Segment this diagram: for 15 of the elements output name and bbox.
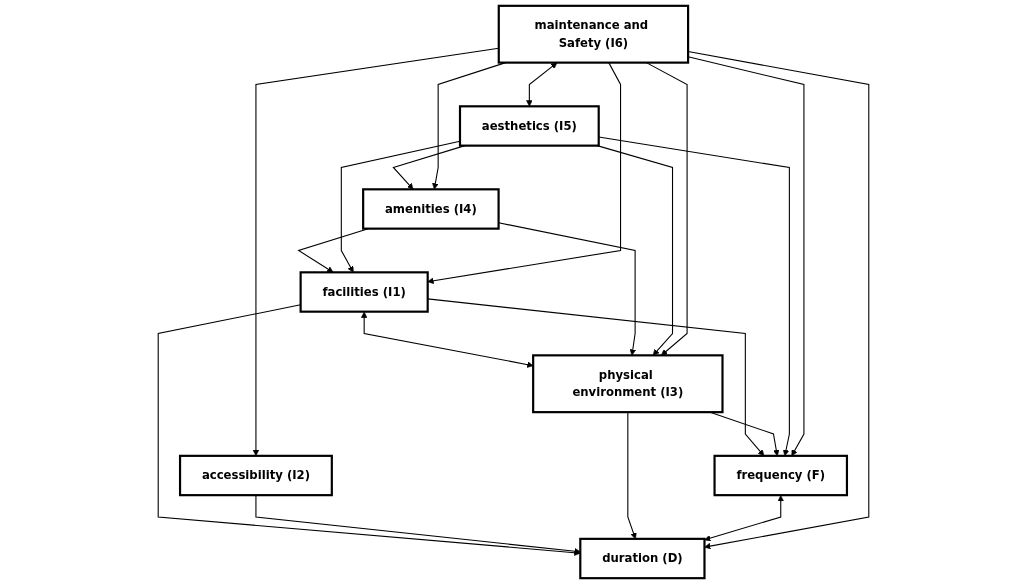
arrow bbox=[427, 62, 622, 284]
node-box: physical environment (I3) bbox=[532, 354, 724, 414]
node-box: accessibility (I2) bbox=[178, 454, 333, 497]
node-box: maintenance and Safety (I6) bbox=[497, 4, 690, 64]
arrow bbox=[157, 304, 581, 556]
node-box: duration (D) bbox=[579, 537, 706, 580]
arrow bbox=[526, 62, 558, 107]
node-box: frequency (F) bbox=[713, 454, 849, 497]
arrow bbox=[340, 140, 461, 273]
arrow bbox=[360, 311, 534, 368]
node-box: amenities (I4) bbox=[362, 188, 500, 230]
arrow bbox=[704, 495, 784, 542]
arrow bbox=[498, 222, 636, 356]
node-box: aesthetics (I5) bbox=[458, 105, 600, 147]
node-box: facilities (I1) bbox=[299, 271, 429, 313]
